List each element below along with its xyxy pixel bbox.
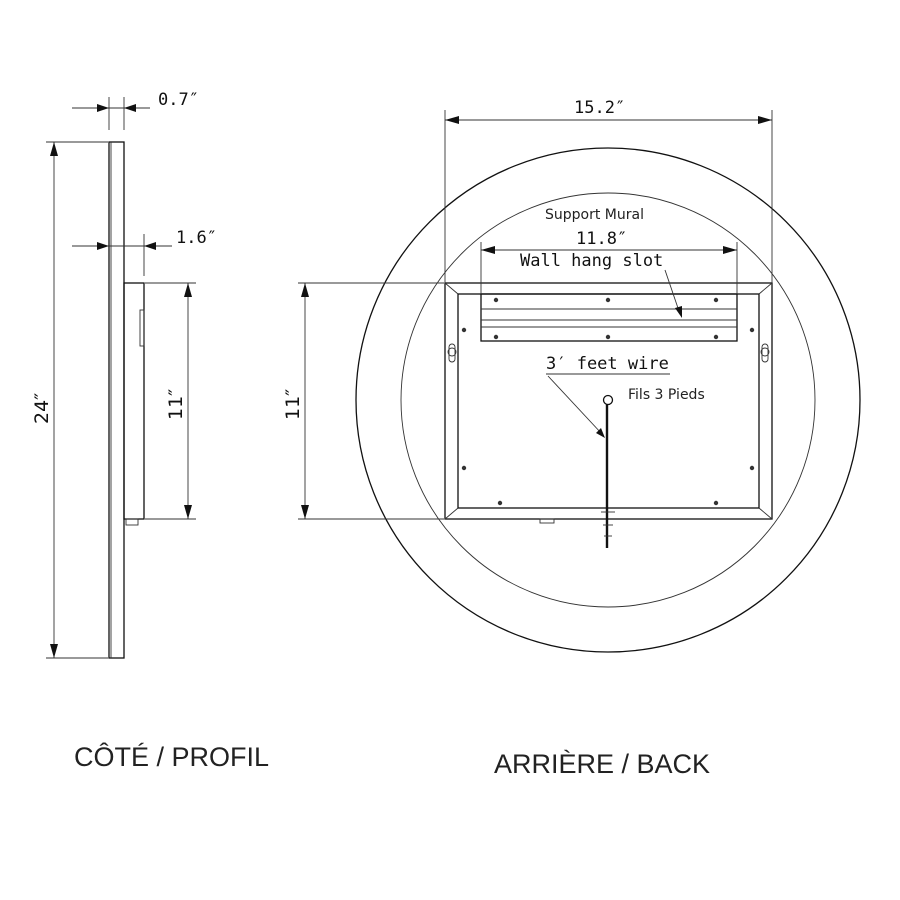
dimension-thickness-box: 1.6″ [72, 228, 217, 276]
wire-label-fr: Fils 3 Pieds [628, 387, 705, 403]
keyhole-left-icon [447, 343, 457, 363]
back-view-caption: ARRIÈRE / BACK [494, 749, 710, 779]
back-view: 15.2″ Support Mural 11.8″ Wall hang slot… [282, 98, 861, 779]
dim-thickness-box: 1.6″ [176, 228, 217, 248]
back-box-profile [123, 282, 145, 520]
dimension-diameter: 15.2″ [444, 98, 773, 283]
dim-height-total: 24″ [31, 393, 53, 424]
dimension-thickness-total: 0.7″ [72, 90, 199, 130]
wall-hang-slot [480, 293, 738, 342]
wire-leader [547, 375, 603, 435]
slot-label: Wall hang slot [520, 251, 663, 271]
dimension-slot-width: 11.8″ [480, 229, 738, 294]
support-label: Support Mural [545, 207, 644, 223]
dim-slot-width: 11.8″ [576, 229, 627, 249]
dimension-height-box-back: 11″ [282, 282, 444, 520]
mirror-outer-circle [355, 147, 861, 653]
side-view-caption: CÔTÉ / PROFIL [74, 741, 269, 772]
dimension-height-total: 24″ [31, 141, 108, 659]
dim-height-box-side: 11″ [165, 389, 187, 420]
screw-holes [461, 297, 755, 506]
slot-leader [664, 269, 681, 315]
dim-thickness-total: 0.7″ [158, 90, 199, 110]
mirror-inner-ring [400, 192, 816, 608]
back-box-inner [457, 293, 760, 509]
keyhole-right-icon [760, 343, 770, 363]
wire-label-en: 3′ feet wire [546, 354, 669, 374]
dimension-height-box-side: 11″ [145, 282, 196, 520]
power-wire [539, 394, 615, 548]
back-box-frame [444, 282, 773, 520]
dim-height-box-back: 11″ [282, 389, 304, 420]
dim-diameter: 15.2″ [574, 98, 625, 118]
side-view: 0.7″ 1.6″ 24″ 11″ CÔTÉ / P [31, 90, 269, 772]
